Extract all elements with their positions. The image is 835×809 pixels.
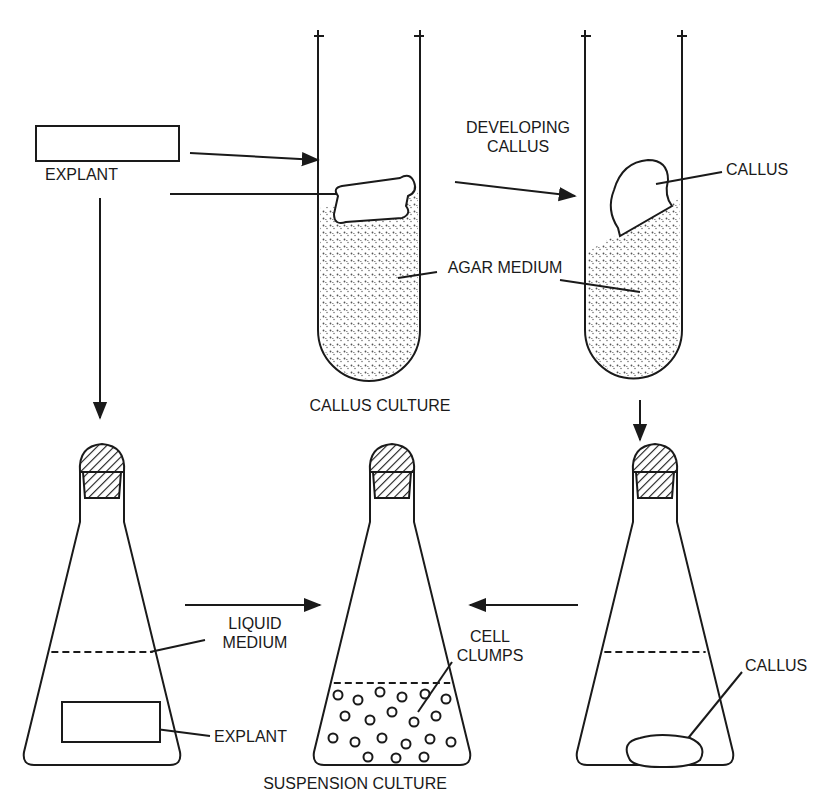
arrow [99, 198, 101, 418]
cell-clump [447, 738, 456, 747]
test-tube [585, 40, 682, 379]
cell-clump [366, 716, 375, 725]
flask [314, 468, 471, 765]
part-label: CALLUS [726, 160, 816, 179]
part-label: LIQUID MEDIUM [205, 614, 305, 652]
cell-clump [392, 754, 401, 763]
part-label: CALLUS [745, 656, 825, 675]
tube-rim [314, 30, 424, 40]
flask [577, 468, 734, 765]
cell-clump [354, 696, 363, 705]
cell-clump [351, 738, 360, 747]
cell-clump [442, 695, 451, 704]
arrow [455, 182, 575, 196]
tube-rim [581, 30, 687, 40]
callus [627, 735, 703, 767]
stopper [83, 472, 121, 498]
arrow [170, 193, 355, 195]
cell-clump [421, 690, 430, 699]
cell-clump [432, 712, 441, 721]
cell-clump [402, 740, 411, 749]
part-label: EXPLANT [214, 727, 314, 746]
cell-clump [398, 693, 407, 702]
cell-clump [364, 753, 373, 762]
liquid-level [51, 651, 152, 653]
section-caption: SUSPENSION CULTURE [245, 774, 465, 793]
cell-clump [420, 753, 429, 762]
cell-clump [341, 712, 350, 721]
stopper [370, 444, 414, 472]
stopper [636, 472, 674, 498]
callus [611, 160, 672, 236]
cell-clump [378, 734, 387, 743]
flask [24, 468, 181, 765]
arrow [190, 153, 318, 160]
cell-clump [376, 688, 385, 697]
arrow [185, 604, 320, 606]
stopper [80, 444, 124, 472]
leader-line [685, 672, 742, 742]
cell-clump [334, 691, 343, 700]
explant-piece [62, 702, 160, 742]
arrow [639, 400, 641, 440]
cell-clump [329, 734, 338, 743]
leader-line [560, 280, 640, 292]
test-tube [318, 40, 420, 381]
cell-clump [426, 735, 435, 744]
liquid-level [604, 651, 705, 653]
stopper [373, 472, 411, 498]
cell-clump [388, 708, 397, 717]
stopper [633, 444, 677, 472]
part-label: AGAR MEDIUM [440, 258, 570, 277]
explant-piece [334, 176, 415, 223]
cell-clump [410, 718, 419, 727]
liquid-level [334, 682, 450, 684]
part-label: CELL CLUMPS [450, 627, 530, 665]
arrow [470, 604, 578, 606]
leader-line [418, 662, 452, 712]
section-caption: CALLUS CULTURE [300, 396, 460, 415]
process-label: DEVELOPING CALLUS [462, 118, 574, 156]
leader-line [656, 172, 722, 184]
leader-line [150, 640, 205, 652]
node-label: EXPLANT [45, 166, 118, 184]
explant-box: EXPLANT [35, 125, 180, 162]
leader-line [398, 272, 437, 278]
